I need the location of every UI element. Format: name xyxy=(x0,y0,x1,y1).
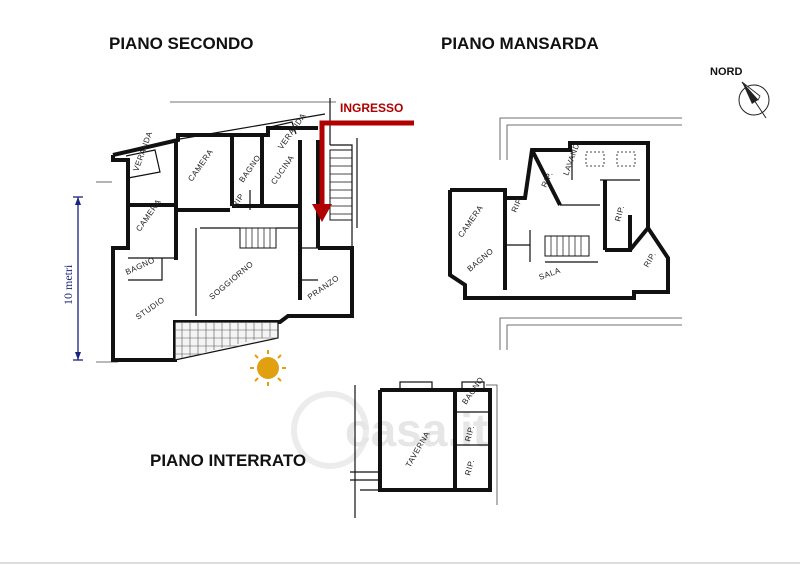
room-sala-mansarda: SALA xyxy=(538,266,562,282)
staircase-secondo xyxy=(239,149,353,249)
room-cucina: CUCINA xyxy=(269,153,296,186)
room-lavand-mansarda: LAVAND. xyxy=(561,139,582,176)
room-veranda-top: VERANDA xyxy=(276,111,308,151)
compass-label: NORD xyxy=(710,66,742,78)
room-studio: STUDIO xyxy=(134,295,166,321)
room-rip1-interrato: RIP. xyxy=(463,424,476,442)
entrance-arrow: INGRESSO xyxy=(312,101,414,222)
title-piano-secondo: PIANO SECONDO xyxy=(109,34,254,53)
scale-bar: 10 metri xyxy=(61,196,83,361)
room-rip4-mansarda: RIP. xyxy=(642,250,658,269)
room-rip2-interrato: RIP. xyxy=(463,458,476,476)
staircase-mansarda xyxy=(544,235,590,257)
scale-label: 10 metri xyxy=(61,264,75,305)
plan-piano-secondo: INGRESSO VERANDA CAMERA BAGNO CUCINA VER… xyxy=(61,98,414,386)
room-pranzo: PRANZO xyxy=(306,273,341,301)
terrace-hatch xyxy=(174,321,279,361)
sun-icon xyxy=(250,350,286,386)
room-rip3-mansarda: RIP. xyxy=(613,204,626,222)
watermark: casa.it xyxy=(291,391,488,469)
north-compass: NORD xyxy=(710,66,770,119)
room-camera-left: CAMERA xyxy=(134,197,163,233)
title-piano-mansarda: PIANO MANSARDA xyxy=(441,34,599,53)
plan-piano-mansarda: CAMERA RIP. RIP. LAVAND. RIP. RIP. BAGNO… xyxy=(448,117,682,350)
room-camera-top: CAMERA xyxy=(186,147,215,183)
room-soggiorno: SOGGIORNO xyxy=(208,259,256,301)
watermark-text: casa.it xyxy=(345,404,488,456)
entrance-label: INGRESSO xyxy=(340,101,403,115)
compass-icon xyxy=(738,81,770,119)
room-camera-mansarda: CAMERA xyxy=(456,203,485,239)
room-bagno-mansarda: BAGNO xyxy=(466,246,496,273)
title-piano-interrato: PIANO INTERRATO xyxy=(150,451,306,470)
room-bagno-top: BAGNO xyxy=(237,153,262,184)
